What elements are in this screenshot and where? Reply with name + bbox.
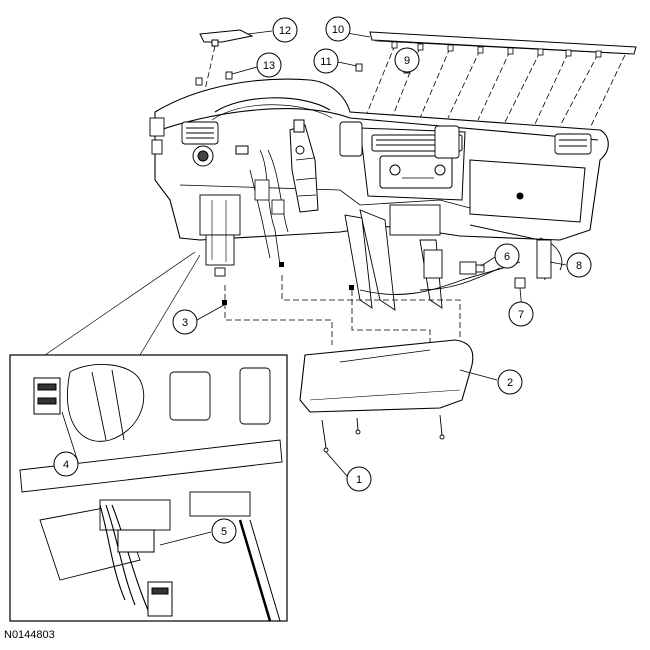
callout-2: 2 — [497, 369, 523, 395]
callout-6-label: 6 — [504, 251, 510, 263]
callout-12-label: 12 — [279, 25, 291, 37]
bracket-8 — [536, 239, 552, 279]
callout-8-label: 8 — [576, 260, 582, 272]
headlamp-switch — [192, 145, 214, 167]
callout-6: 6 — [494, 243, 520, 269]
callout-8: 8 — [566, 252, 592, 278]
cover-screws — [321, 414, 445, 453]
strip-retainer-leaders — [364, 44, 626, 129]
callout-13-label: 13 — [263, 60, 275, 72]
center-console-support — [344, 204, 443, 311]
left-vent — [181, 121, 219, 145]
callout-4-label: 4 — [63, 459, 69, 471]
steering-column — [289, 119, 319, 213]
callout-5: 5 — [211, 518, 237, 544]
callout-12: 12 — [272, 17, 298, 43]
center-vents — [339, 121, 460, 159]
left-lower-bracket — [199, 194, 241, 277]
inset-harness-5 — [99, 504, 149, 611]
callout-9: 9 — [394, 47, 420, 73]
callout-7: 7 — [508, 301, 534, 327]
small-switch — [235, 145, 249, 155]
panel-fasteners — [222, 262, 354, 305]
a-pillar-trim-piece — [199, 29, 254, 47]
callout-4: 4 — [53, 451, 79, 477]
callout-1: 1 — [346, 466, 372, 492]
callout-10-label: 10 — [332, 24, 344, 36]
strip-clips — [391, 41, 602, 58]
left-end-bracket — [149, 117, 165, 155]
inset-connector-4 — [33, 377, 61, 415]
callout-3: 3 — [172, 309, 198, 335]
callout-5-label: 5 — [221, 526, 227, 538]
callout-9-label: 9 — [404, 55, 410, 67]
callout-leaders — [61, 30, 567, 546]
callout-10: 10 — [325, 16, 351, 42]
callout-7-label: 7 — [518, 309, 524, 321]
column-wiring — [249, 149, 289, 266]
callout-13: 13 — [256, 52, 282, 78]
connector-7 — [514, 277, 526, 289]
callout-3-label: 3 — [182, 317, 188, 329]
lower-cover — [299, 339, 474, 413]
defroster-grille-strip — [369, 31, 637, 55]
figure-id: N0144803 — [4, 629, 55, 641]
callout-11-label: 11 — [320, 56, 331, 68]
inset-connector-5 — [117, 529, 173, 617]
glove-box — [469, 159, 586, 223]
callout-11: 11 — [313, 48, 339, 74]
right-vent — [554, 133, 592, 155]
callout-1-label: 1 — [356, 474, 362, 486]
connector-6 — [459, 261, 485, 275]
detail-inset — [9, 251, 288, 622]
callout-2-label: 2 — [507, 377, 513, 389]
